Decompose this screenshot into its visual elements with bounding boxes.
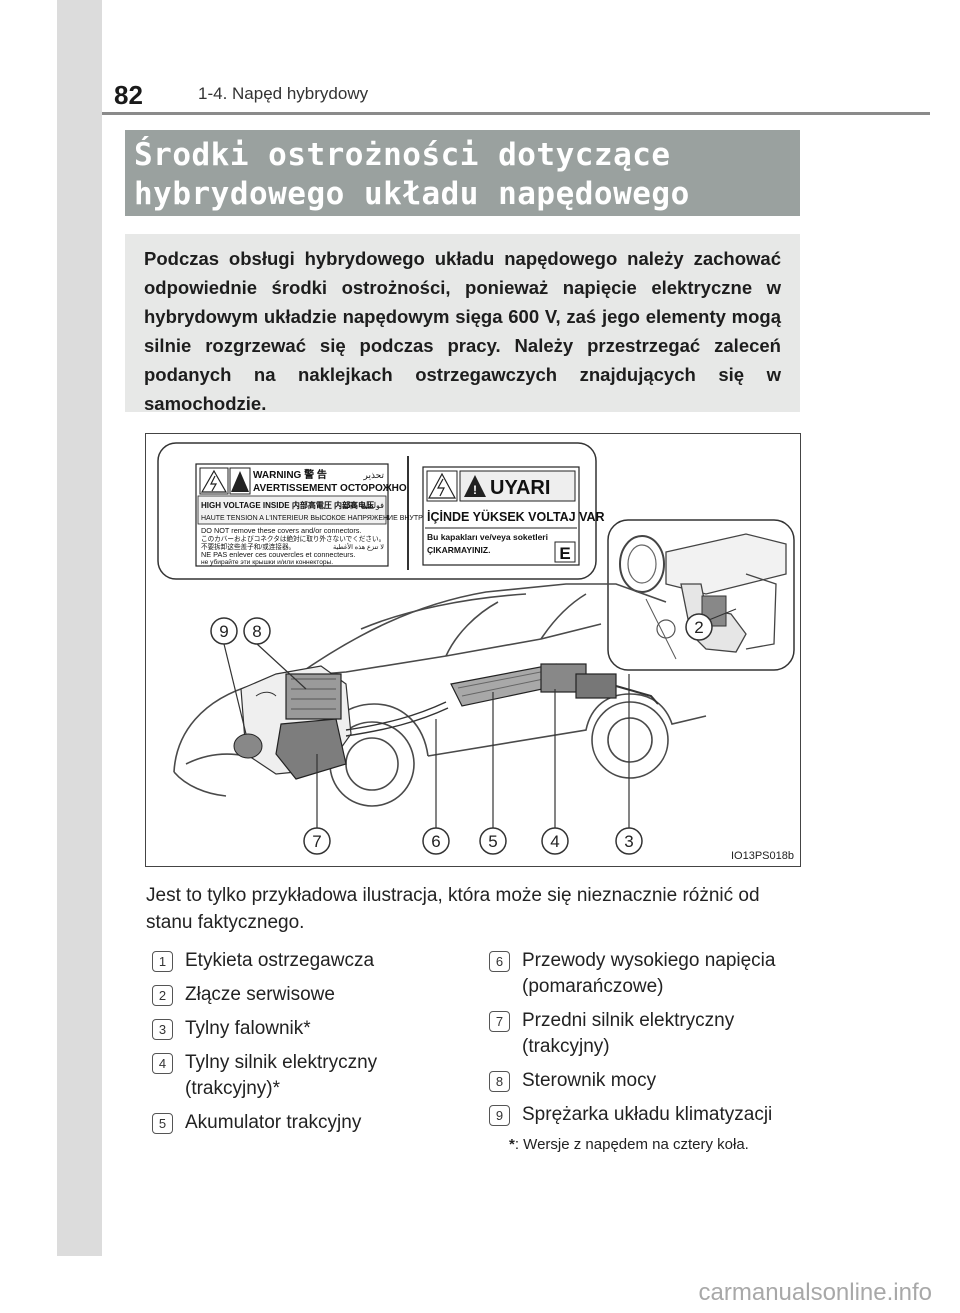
chapter-title-box: Środki ostrożności dotyczące hybrydowego…: [125, 130, 800, 216]
legend-item: 7 Przedni silnik elektryczny (trakcyjny): [489, 1008, 809, 1060]
warning-label-turkish: ! UYARI İÇİNDE YÜKSEK VOLTAJ VAR Bu kapa…: [422, 466, 605, 566]
svg-text:8: 8: [252, 622, 261, 641]
svg-text:UYARI: UYARI: [490, 477, 550, 499]
warning-label-multilingual: WARNING 警 告 تحذير AVERTISSEMENT ОСТОРОЖН…: [195, 463, 428, 567]
svg-text:不要拆卸这些盖子和/或连接器。: 不要拆卸这些盖子和/或连接器。: [201, 542, 295, 551]
callout-7: 7: [303, 827, 331, 855]
svg-text:HIGH VOLTAGE INSIDE 内部高電圧: HIGH VOLTAGE INSIDE 内部高電圧 内部高电压: [201, 500, 374, 510]
callout-2: 2: [685, 613, 713, 641]
number-badge: 9: [489, 1105, 510, 1126]
number-badge: 1: [152, 951, 173, 972]
number-badge: 5: [152, 1113, 173, 1134]
legend-item: 3 Tylny falownik*: [152, 1016, 452, 1042]
chapter-title-line-1: Środki ostrożności dotyczące: [134, 137, 671, 173]
svg-text:5: 5: [488, 832, 497, 851]
legend-text: Sterownik mocy: [522, 1070, 657, 1091]
number-badge: 3: [152, 1019, 173, 1040]
svg-text:WARNING 警 告: WARNING 警 告: [253, 468, 327, 481]
hybrid-car-illustration: 1 WARNING 警 告 تحذير AVERTISSEMENT ОСТОРО…: [157, 442, 795, 855]
svg-text:не убирайте эти крышки и/или к: не убирайте эти крышки и/или коннекторы.: [201, 558, 333, 566]
legend-left: 1 Etykieta ostrzegawcza 2 Złącze serwisowe…: [152, 948, 452, 1144]
legend-item: 2 Złącze serwisowe: [152, 982, 452, 1008]
side-margin-strip: [57, 0, 102, 1256]
legend-item: 5 Akumulator trakcyjny: [152, 1110, 452, 1136]
svg-text:6: 6: [431, 832, 440, 851]
callout-9: 9: [210, 617, 238, 645]
watermark: carmanualsonline.info: [698, 1279, 932, 1306]
footnote: *: Wersje z napędem na cztery koła.: [509, 1136, 809, 1153]
callout-4: 4: [541, 827, 569, 855]
svg-text:فولطية عالية: فولطية عالية: [342, 501, 384, 510]
svg-text:NE PAS enlever ces couvercles: NE PAS enlever ces couvercles et connect…: [201, 550, 355, 559]
number-badge: 6: [489, 951, 510, 972]
chapter-title-line-2: hybrydowego układu napędowego: [134, 176, 690, 212]
number-badge: 8: [489, 1071, 510, 1092]
svg-text:ÇIKARMAYINIZ.: ÇIKARMAYINIZ.: [427, 545, 490, 555]
front-motor: [275, 718, 347, 780]
callout-6: 6: [422, 827, 450, 855]
power-control-unit: [285, 673, 342, 720]
svg-text:AVERTISSEMENT ОСТОРОЖНО: AVERTISSEMENT ОСТОРОЖНО: [253, 483, 407, 494]
callout-3: 3: [615, 827, 643, 855]
svg-text:DO NOT remove these covers and: DO NOT remove these covers and/or connec…: [201, 526, 361, 535]
svg-text:تحذير: تحذير: [362, 470, 384, 481]
intro-box: Podczas obsługi hybrydowego układu napęd…: [125, 234, 800, 414]
legend-text: Przewody wysokiego napięcia (pomarańczow…: [522, 950, 776, 997]
callout-leaders: [223, 643, 630, 829]
svg-text:!: !: [473, 483, 477, 497]
svg-text:4: 4: [550, 832, 559, 851]
legend-text: Tylny silnik elektryczny (trakcyjny)*: [185, 1052, 378, 1099]
legend-item: 4 Tylny silnik elektryczny (trakcyjny)*: [152, 1050, 452, 1102]
legend-text: Sprężarka układu klimatyzacji: [522, 1104, 773, 1125]
service-plug-inset: [607, 519, 795, 671]
legend-text: Przedni silnik elektryczny (trakcyjny): [522, 1010, 735, 1057]
footnote-text: : Wersje z napędem na cztery koła.: [514, 1136, 749, 1153]
legend-text: Etykieta ostrzegawcza: [185, 950, 375, 971]
legend-item: 8 Sterownik mocy: [489, 1068, 809, 1094]
legend-item: 9 Sprężarka układu klimatyzacji: [489, 1102, 809, 1128]
figure-caption: Jest to tylko przykładowa ilustracja, kt…: [146, 885, 760, 933]
section-title: 1-4. Napęd hybrydowy: [198, 84, 369, 103]
legend-item: 6 Przewody wysokiego napięcia (pomarańczo…: [489, 948, 809, 1000]
ac-compressor: [233, 733, 263, 759]
callout-8: 8: [243, 617, 271, 645]
svg-text:7: 7: [312, 832, 321, 851]
figure-code: IO13PS018b: [731, 850, 794, 862]
intro-text: Podczas obsługi hybrydowego układu napęd…: [144, 248, 781, 414]
legend-text: Złącze serwisowe: [185, 984, 335, 1005]
svg-text:E: E: [559, 544, 570, 563]
number-badge: 2: [152, 985, 173, 1006]
svg-text:2: 2: [694, 618, 703, 637]
svg-text:Bu kapakları ve/veya soketleri: Bu kapakları ve/veya soketleri: [427, 532, 548, 542]
legend-item: 1 Etykieta ostrzegawcza: [152, 948, 452, 974]
svg-text:9: 9: [219, 622, 228, 641]
callout-5: 5: [479, 827, 507, 855]
svg-text:このカバーおよびコネクタは絶対に取り外さないでください。: このカバーおよびコネクタは絶対に取り外さないでください。: [201, 534, 385, 543]
hybrid-system-figure: 1 WARNING 警 告 تحذير AVERTISSEMENT ОСТОРО…: [145, 433, 801, 867]
header-rule: [102, 112, 930, 115]
number-badge: 7: [489, 1011, 510, 1032]
engine-bay: [233, 665, 352, 780]
svg-text:3: 3: [624, 832, 633, 851]
svg-text:HAUTE TENSION A L'INTERIEUR: HAUTE TENSION A L'INTERIEUR ВЫСОКОЕ НАПР…: [201, 515, 428, 522]
page-number: 82: [114, 80, 143, 110]
svg-text:İÇİNDE YÜKSEK VOLTAJ VAR: İÇİNDE YÜKSEK VOLTAJ VAR: [427, 509, 605, 524]
rear-inverter-and-motor: [540, 663, 659, 705]
number-badge: 4: [152, 1053, 173, 1074]
footnote-mark: *: [509, 1136, 515, 1153]
high-voltage-cables: [345, 701, 449, 737]
legend-right: 6 Przewody wysokiego napięcia (pomarańczo…: [489, 948, 809, 1153]
legend-text: Tylny falownik*: [185, 1018, 311, 1039]
legend-text: Akumulator trakcyjny: [185, 1112, 362, 1133]
svg-text:لا تنزع هذه الأغطية: لا تنزع هذه الأغطية: [333, 541, 384, 551]
